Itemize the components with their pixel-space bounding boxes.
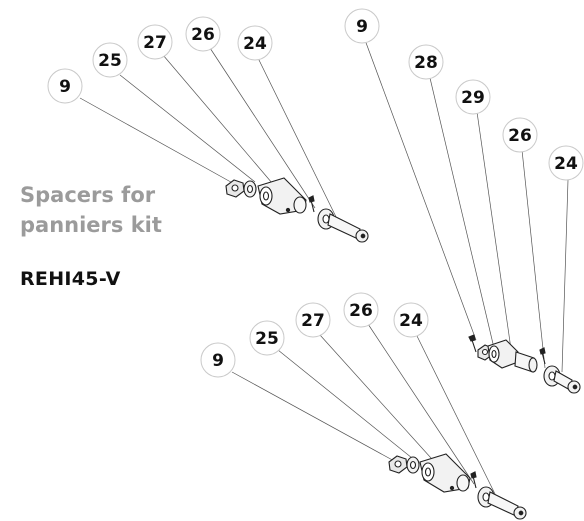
callout-label: 28	[414, 53, 438, 73]
callout-9: 9	[344, 8, 380, 44]
bracket-part	[419, 453, 471, 493]
assembly-right: 9 28 29 26 24	[344, 8, 584, 394]
callout-label: 27	[301, 311, 325, 331]
callout-label: 26	[191, 25, 215, 45]
assembly-bottom: 9 25 27 26 24	[200, 292, 527, 520]
callout-25: 25	[249, 320, 285, 356]
leader-line	[429, 77, 495, 349]
callout-label: 25	[98, 51, 122, 71]
callout-29: 29	[455, 79, 491, 115]
spacer-part	[514, 351, 538, 373]
callout-28: 28	[408, 44, 444, 80]
callout-label: 29	[461, 88, 485, 108]
leader-line	[476, 111, 513, 357]
callout-label: 24	[399, 311, 423, 331]
washer-part	[243, 180, 257, 198]
bracket-part	[257, 177, 307, 215]
leader-line	[209, 47, 316, 209]
leader-line	[364, 39, 477, 341]
leader-line	[257, 57, 341, 226]
callout-27: 27	[137, 24, 173, 60]
washer-part	[406, 456, 420, 474]
callout-label: 26	[508, 126, 532, 146]
screw-part	[468, 334, 477, 353]
callout-label: 9	[59, 77, 71, 97]
callout-label: 24	[554, 154, 578, 174]
small-screw-part	[539, 347, 546, 365]
leader-line	[119, 74, 256, 183]
leader-line	[319, 334, 441, 469]
leader-line	[415, 333, 499, 501]
callout-9: 9	[47, 68, 83, 104]
leader-line	[521, 149, 546, 369]
leader-line	[231, 371, 397, 463]
callout-25: 25	[92, 42, 128, 78]
callout-26: 26	[502, 117, 538, 153]
callout-label: 27	[143, 33, 167, 53]
kit-title-line-1: Spacers for	[20, 183, 156, 207]
nut-part	[225, 179, 245, 198]
kit-title: Spacers for panniers kit	[20, 180, 220, 240]
small-screw-part	[470, 471, 477, 489]
callout-26: 26	[343, 292, 379, 328]
bolt-part	[553, 370, 581, 394]
leader-line	[277, 349, 413, 459]
callout-label: 25	[255, 329, 279, 349]
kit-title-line-2: panniers kit	[20, 213, 162, 237]
callout-label: 24	[243, 34, 267, 54]
leader-line	[79, 97, 239, 187]
bolt-part	[487, 491, 527, 520]
small-screw-part	[308, 195, 315, 213]
bracket-part	[487, 339, 519, 369]
callout-24: 24	[548, 145, 584, 181]
nut-part	[388, 455, 408, 474]
assembly-top-left: 9 25 27 26 24	[47, 16, 369, 243]
leader-line	[162, 54, 279, 191]
callout-9: 9	[200, 342, 236, 378]
bolt-part	[327, 213, 369, 243]
callout-24: 24	[393, 302, 429, 338]
callout-27: 27	[295, 302, 331, 338]
callout-label: 9	[212, 351, 224, 371]
callout-label: 26	[349, 301, 373, 321]
callout-24: 24	[237, 25, 273, 61]
callout-26: 26	[185, 16, 221, 52]
leader-line	[561, 179, 569, 373]
kit-code: REHI45-V	[20, 268, 121, 290]
leader-line	[367, 323, 475, 485]
callout-label: 9	[356, 17, 368, 37]
